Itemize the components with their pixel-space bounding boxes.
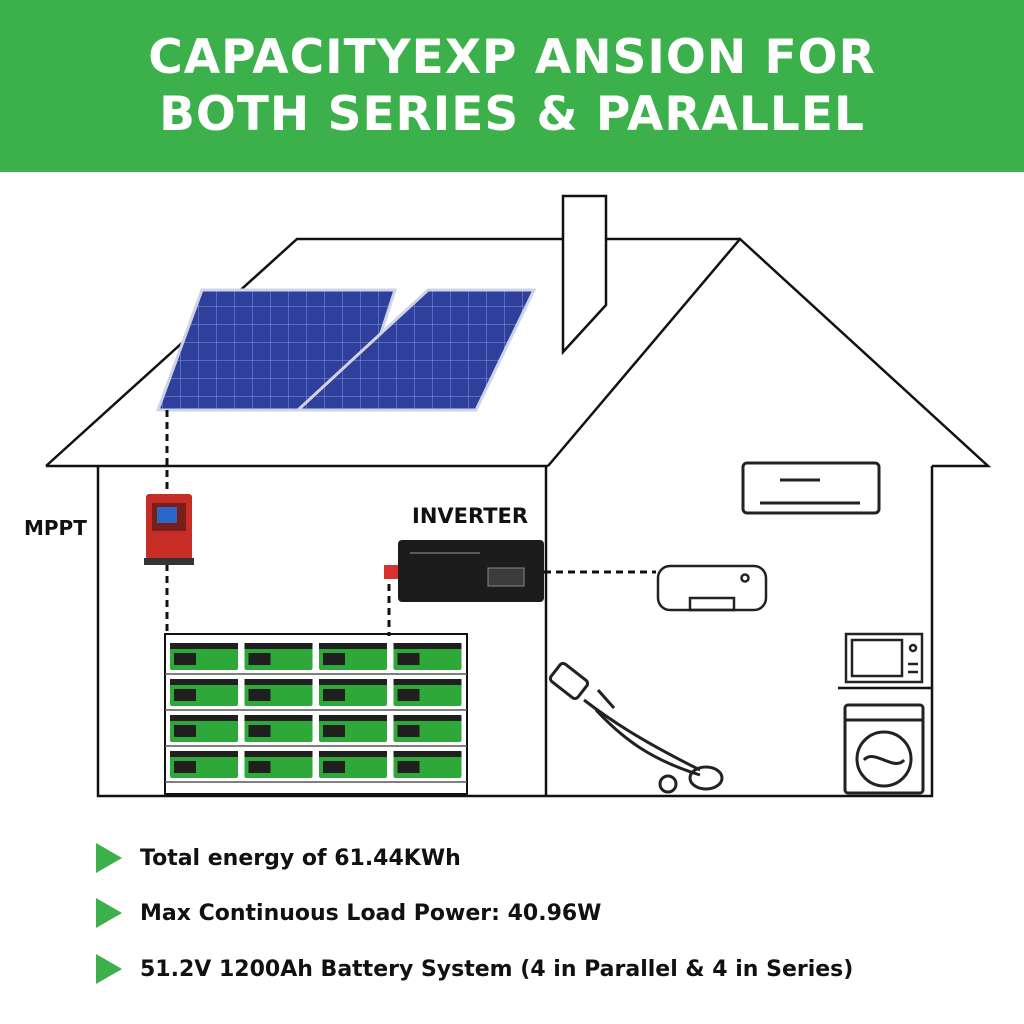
mppt-label: MPPT xyxy=(24,516,87,540)
microwave-icon xyxy=(844,632,924,684)
feature-text: 51.2V 1200Ah Battery System (4 in Parall… xyxy=(140,956,854,982)
battery-icon xyxy=(393,643,462,670)
battery-bank xyxy=(164,633,468,795)
battery-icon xyxy=(170,751,238,778)
battery-icon xyxy=(244,751,313,778)
feature-item: Max Continuous Load Power: 40.96W xyxy=(96,895,601,931)
inverter-icon xyxy=(384,540,544,602)
feature-text: Max Continuous Load Power: 40.96W xyxy=(140,900,602,926)
battery-icon xyxy=(319,643,387,670)
battery-icon xyxy=(393,751,462,778)
battery-icon xyxy=(244,643,313,670)
feature-text: Total energy of 61.44KWh xyxy=(140,845,461,871)
inverter-label: INVERTER xyxy=(412,504,529,528)
house-diagram xyxy=(45,194,992,798)
battery-icon xyxy=(170,679,238,706)
green-triangle-icon xyxy=(96,843,122,873)
wiring xyxy=(165,410,656,636)
feature-item: Total energy of 61.44KWh xyxy=(96,840,461,876)
header-banner: CAPACITYEXP ANSION FOR BOTH SERIES & PAR… xyxy=(0,0,1024,172)
house-outline xyxy=(45,194,992,798)
battery-icon xyxy=(319,679,387,706)
green-triangle-icon xyxy=(96,954,122,984)
feature-item: 51.2V 1200Ah Battery System (4 in Parall… xyxy=(96,951,853,987)
air-conditioner-icon xyxy=(741,461,881,515)
battery-icon xyxy=(393,679,462,706)
battery-icon xyxy=(319,715,387,742)
headline-line-2: BOTH SERIES & PARALLEL xyxy=(159,87,865,142)
washing-machine-icon xyxy=(843,703,925,795)
water-heater-icon xyxy=(656,564,768,612)
mppt-controller-icon xyxy=(144,494,194,565)
battery-icon xyxy=(244,679,313,706)
headline-line-1: CAPACITYEXP ANSION FOR xyxy=(148,30,876,85)
green-triangle-icon xyxy=(96,898,122,928)
battery-icon xyxy=(170,715,238,742)
battery-icon xyxy=(170,643,238,670)
battery-icon xyxy=(244,715,313,742)
battery-icon xyxy=(393,715,462,742)
battery-icon xyxy=(319,751,387,778)
solar-panel-icon xyxy=(155,288,537,412)
lawn-trimmer-icon xyxy=(548,661,724,794)
